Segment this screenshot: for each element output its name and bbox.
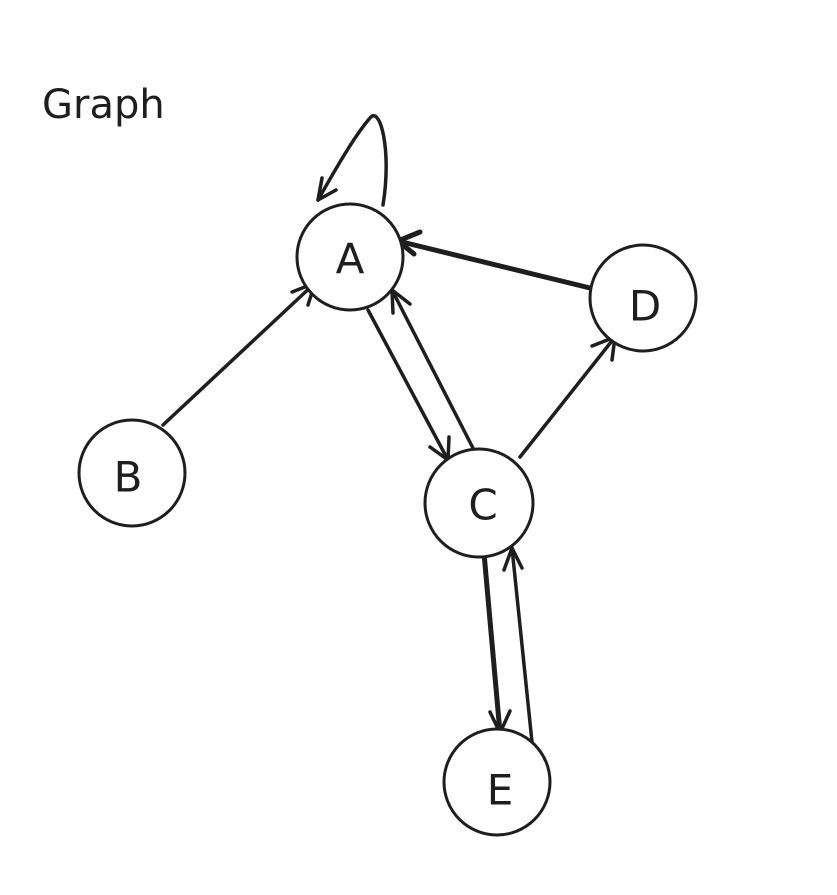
node-d: D bbox=[588, 243, 698, 353]
node-e: E bbox=[442, 727, 552, 837]
node-label-a: A bbox=[336, 235, 365, 284]
edge-a-to-a bbox=[316, 114, 388, 207]
node-b: B bbox=[77, 418, 187, 528]
edge-c-to-e bbox=[481, 550, 512, 736]
node-label-c: C bbox=[468, 481, 497, 530]
edge-b-to-a bbox=[161, 281, 317, 427]
edge-c-to-a bbox=[390, 288, 477, 454]
edge-d-to-a bbox=[395, 229, 593, 291]
node-label-e: E bbox=[487, 766, 514, 815]
diagram-title: Graph bbox=[42, 82, 165, 128]
edge-c-to-d bbox=[518, 335, 617, 459]
node-label-b: B bbox=[114, 453, 143, 502]
node-a: A bbox=[295, 202, 405, 312]
edges bbox=[161, 114, 617, 744]
node-c: C bbox=[423, 447, 535, 559]
node-label-d: D bbox=[629, 282, 661, 331]
edge-a-to-c bbox=[366, 308, 451, 462]
edge-e-to-c bbox=[502, 546, 534, 744]
